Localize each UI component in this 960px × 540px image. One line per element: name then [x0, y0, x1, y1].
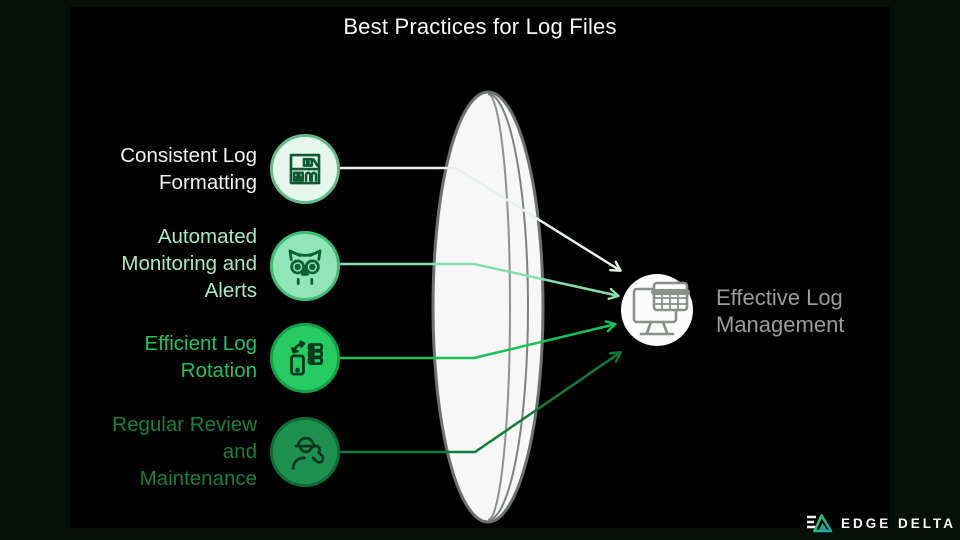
practice-label-consistent-log-formatting: Consistent Log Formatting [17, 142, 257, 196]
ray-efficient-log-rotation [340, 320, 617, 360]
brand-name: EDGE DELTA [841, 516, 957, 531]
practice-label-regular-review: Regular Review and Maintenance [17, 411, 257, 492]
label-line: and [222, 440, 257, 463]
label-line: Alerts [204, 279, 257, 302]
practice-label-efficient-log-rotation: Efficient Log Rotation [17, 330, 257, 384]
page-title: Best Practices for Log Files [343, 14, 617, 39]
label-line: Efficient Log [144, 332, 257, 355]
practice-icon-circle-rotation [270, 323, 340, 393]
phone-server-rotation-icon [290, 340, 324, 376]
practice-icon-circle-formatting [270, 134, 340, 204]
ray-consistent-log-formatting [340, 166, 622, 273]
label-line: Consistent Log [120, 144, 257, 167]
label-line: Regular Review [112, 413, 257, 436]
ray-automated-monitoring [340, 262, 620, 301]
result-label-effective-log-management: Effective Log Management [716, 284, 844, 338]
label-line: Formatting [159, 171, 257, 194]
edge-delta-logo-icon [807, 514, 833, 533]
label-line: Monitoring and [121, 252, 257, 275]
ray-regular-review [340, 350, 622, 454]
monitor-spreadsheet-icon [632, 281, 690, 336]
maintenance-worker-icon [291, 436, 325, 470]
practice-icon-circle-monitoring [270, 231, 340, 301]
brand-logo: EDGE DELTA [806, 511, 956, 536]
practice-icon-circle-maintenance [270, 417, 340, 487]
owl-icon [288, 249, 322, 285]
lens-shape [431, 90, 545, 524]
label-line: Rotation [180, 359, 257, 382]
result-line: Management [716, 312, 845, 337]
label-line: Automated [157, 225, 257, 248]
result-line: Effective Log [716, 285, 843, 310]
label-line: Maintenance [139, 467, 257, 490]
bookshelf-icon [289, 153, 321, 185]
practice-label-automated-monitoring: Automated Monitoring and Alerts [17, 223, 257, 304]
